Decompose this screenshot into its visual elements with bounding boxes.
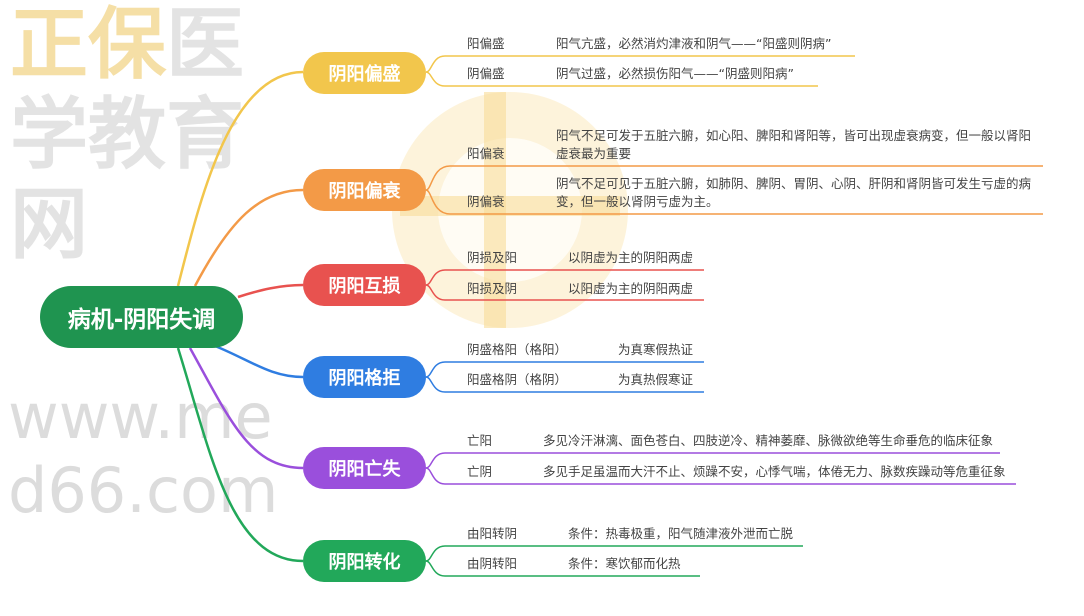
leaf-term[interactable]: 阳损及阴 bbox=[467, 281, 518, 296]
branch-node-mutual-damage[interactable]: 阴阳互损 bbox=[303, 264, 426, 306]
leaf-term[interactable]: 亡阴 bbox=[467, 464, 493, 479]
branch-connector-4 bbox=[214, 344, 304, 379]
leaf-term[interactable]: 由阳转阴 bbox=[467, 526, 518, 541]
leaf-term[interactable]: 阴损及阳 bbox=[467, 250, 518, 265]
watermark-text: 正保医学教育网 bbox=[10, 0, 245, 270]
leaf-desc[interactable]: 阴气不足可见于五脏六腑，如肺阴、脾阴、胃阴、心阴、肝阴和肾阴皆可发生亏虚的病变，… bbox=[556, 176, 1032, 209]
leaf-desc[interactable]: 条件：寒饮郁而化热 bbox=[568, 556, 681, 571]
branch-connector-3 bbox=[237, 283, 304, 299]
leaf-desc[interactable]: 阳气不足可发于五脏六腑，如心阳、脾阳和肾阳等，皆可出现虚衰病变，但一般以肾阳虚衰… bbox=[556, 128, 1032, 161]
leaf-desc[interactable]: 条件：热毒极重，阳气随津液外泄而亡脱 bbox=[568, 526, 794, 541]
branch-node-collapse[interactable]: 阴阳亡失 bbox=[303, 447, 426, 489]
leaf-desc[interactable]: 以阳虚为主的阴阳两虚 bbox=[568, 281, 694, 296]
leaf-term[interactable]: 阴盛格阳（格阳） bbox=[467, 342, 568, 357]
leaf-term[interactable]: 阳偏衰 bbox=[467, 146, 505, 161]
branch-connector-1 bbox=[176, 70, 304, 287]
leaf-term[interactable]: 由阴转阳 bbox=[467, 556, 518, 571]
branch-node-yinyang-excess[interactable]: 阴阳偏盛 bbox=[303, 52, 426, 94]
leaf-desc[interactable]: 以阴虚为主的阴阳两虚 bbox=[568, 250, 694, 265]
leaf-desc[interactable]: 多见手足虽温而大汗不止、烦躁不安，心悸气喘，体倦无力、脉数疾躁动等危重征象 bbox=[543, 464, 1006, 479]
leaf-term[interactable]: 阳盛格阴（格阴） bbox=[467, 372, 568, 387]
branch-node-transformation[interactable]: 阴阳转化 bbox=[303, 540, 426, 582]
leaf-desc[interactable]: 阳气亢盛，必然消灼津液和阴气——“阳盛则阴病” bbox=[556, 36, 832, 51]
branch-node-yinyang-deficiency[interactable]: 阴阳偏衰 bbox=[303, 169, 426, 211]
branch-connector-2 bbox=[193, 188, 304, 287]
leaf-desc[interactable]: 为真寒假热证 bbox=[618, 342, 694, 357]
leaf-term[interactable]: 亡阳 bbox=[467, 433, 493, 448]
branch-connector-5 bbox=[188, 347, 304, 470]
leaf-term[interactable]: 阴偏盛 bbox=[467, 66, 505, 81]
leaf-desc[interactable]: 为真热假寒证 bbox=[618, 372, 694, 387]
leaf-term[interactable]: 阴偏衰 bbox=[467, 194, 505, 209]
leaf-desc[interactable]: 多见冷汗淋漓、面色苍白、四肢逆冷、精神萎靡、脉微欲绝等生命垂危的临床征象 bbox=[543, 433, 994, 448]
root-node[interactable]: 病机-阴阳失调 bbox=[40, 286, 243, 348]
leaf-desc[interactable]: 阴气过盛，必然损伤阳气——“阴盛则阳病” bbox=[556, 66, 794, 81]
branch-node-repulsion[interactable]: 阴阳格拒 bbox=[303, 356, 426, 398]
branch-connector-6 bbox=[176, 347, 304, 563]
leaf-term[interactable]: 阳偏盛 bbox=[467, 36, 505, 51]
